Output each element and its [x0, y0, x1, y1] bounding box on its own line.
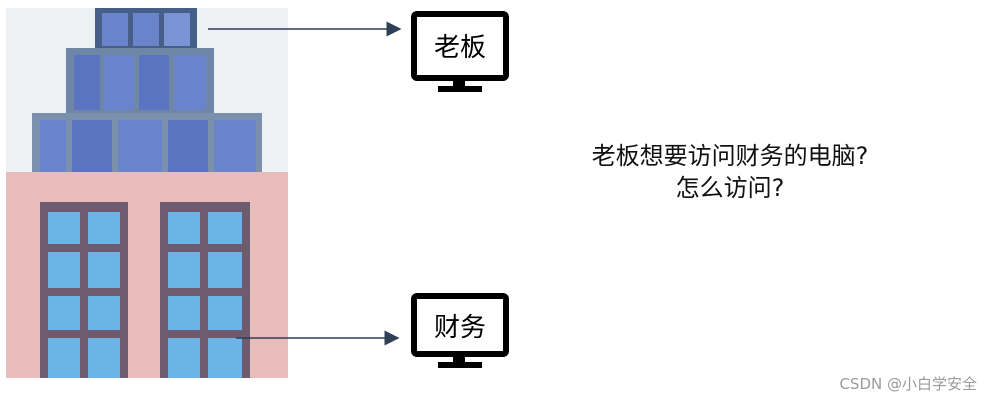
monitor-icon-finance	[411, 293, 509, 368]
tower-third-tier	[32, 113, 262, 173]
question-line-1: 老板想要访问财务的电脑?	[591, 142, 869, 170]
building-illustration	[6, 8, 288, 378]
question-line-2: 怎么访问?	[675, 174, 785, 202]
finance-monitor-label: 财务	[433, 313, 486, 343]
monitor-icon-boss	[411, 11, 509, 92]
watermark: CSDN @小白学安全	[839, 375, 977, 393]
window-column-right	[160, 202, 250, 378]
tower-second-tier	[66, 48, 214, 113]
boss-monitor-label: 老板	[433, 33, 486, 63]
window-column-left	[40, 202, 128, 378]
question-text: 老板想要访问财务的电脑? 怎么访问?	[560, 140, 900, 204]
tower-top-tier	[95, 8, 197, 48]
